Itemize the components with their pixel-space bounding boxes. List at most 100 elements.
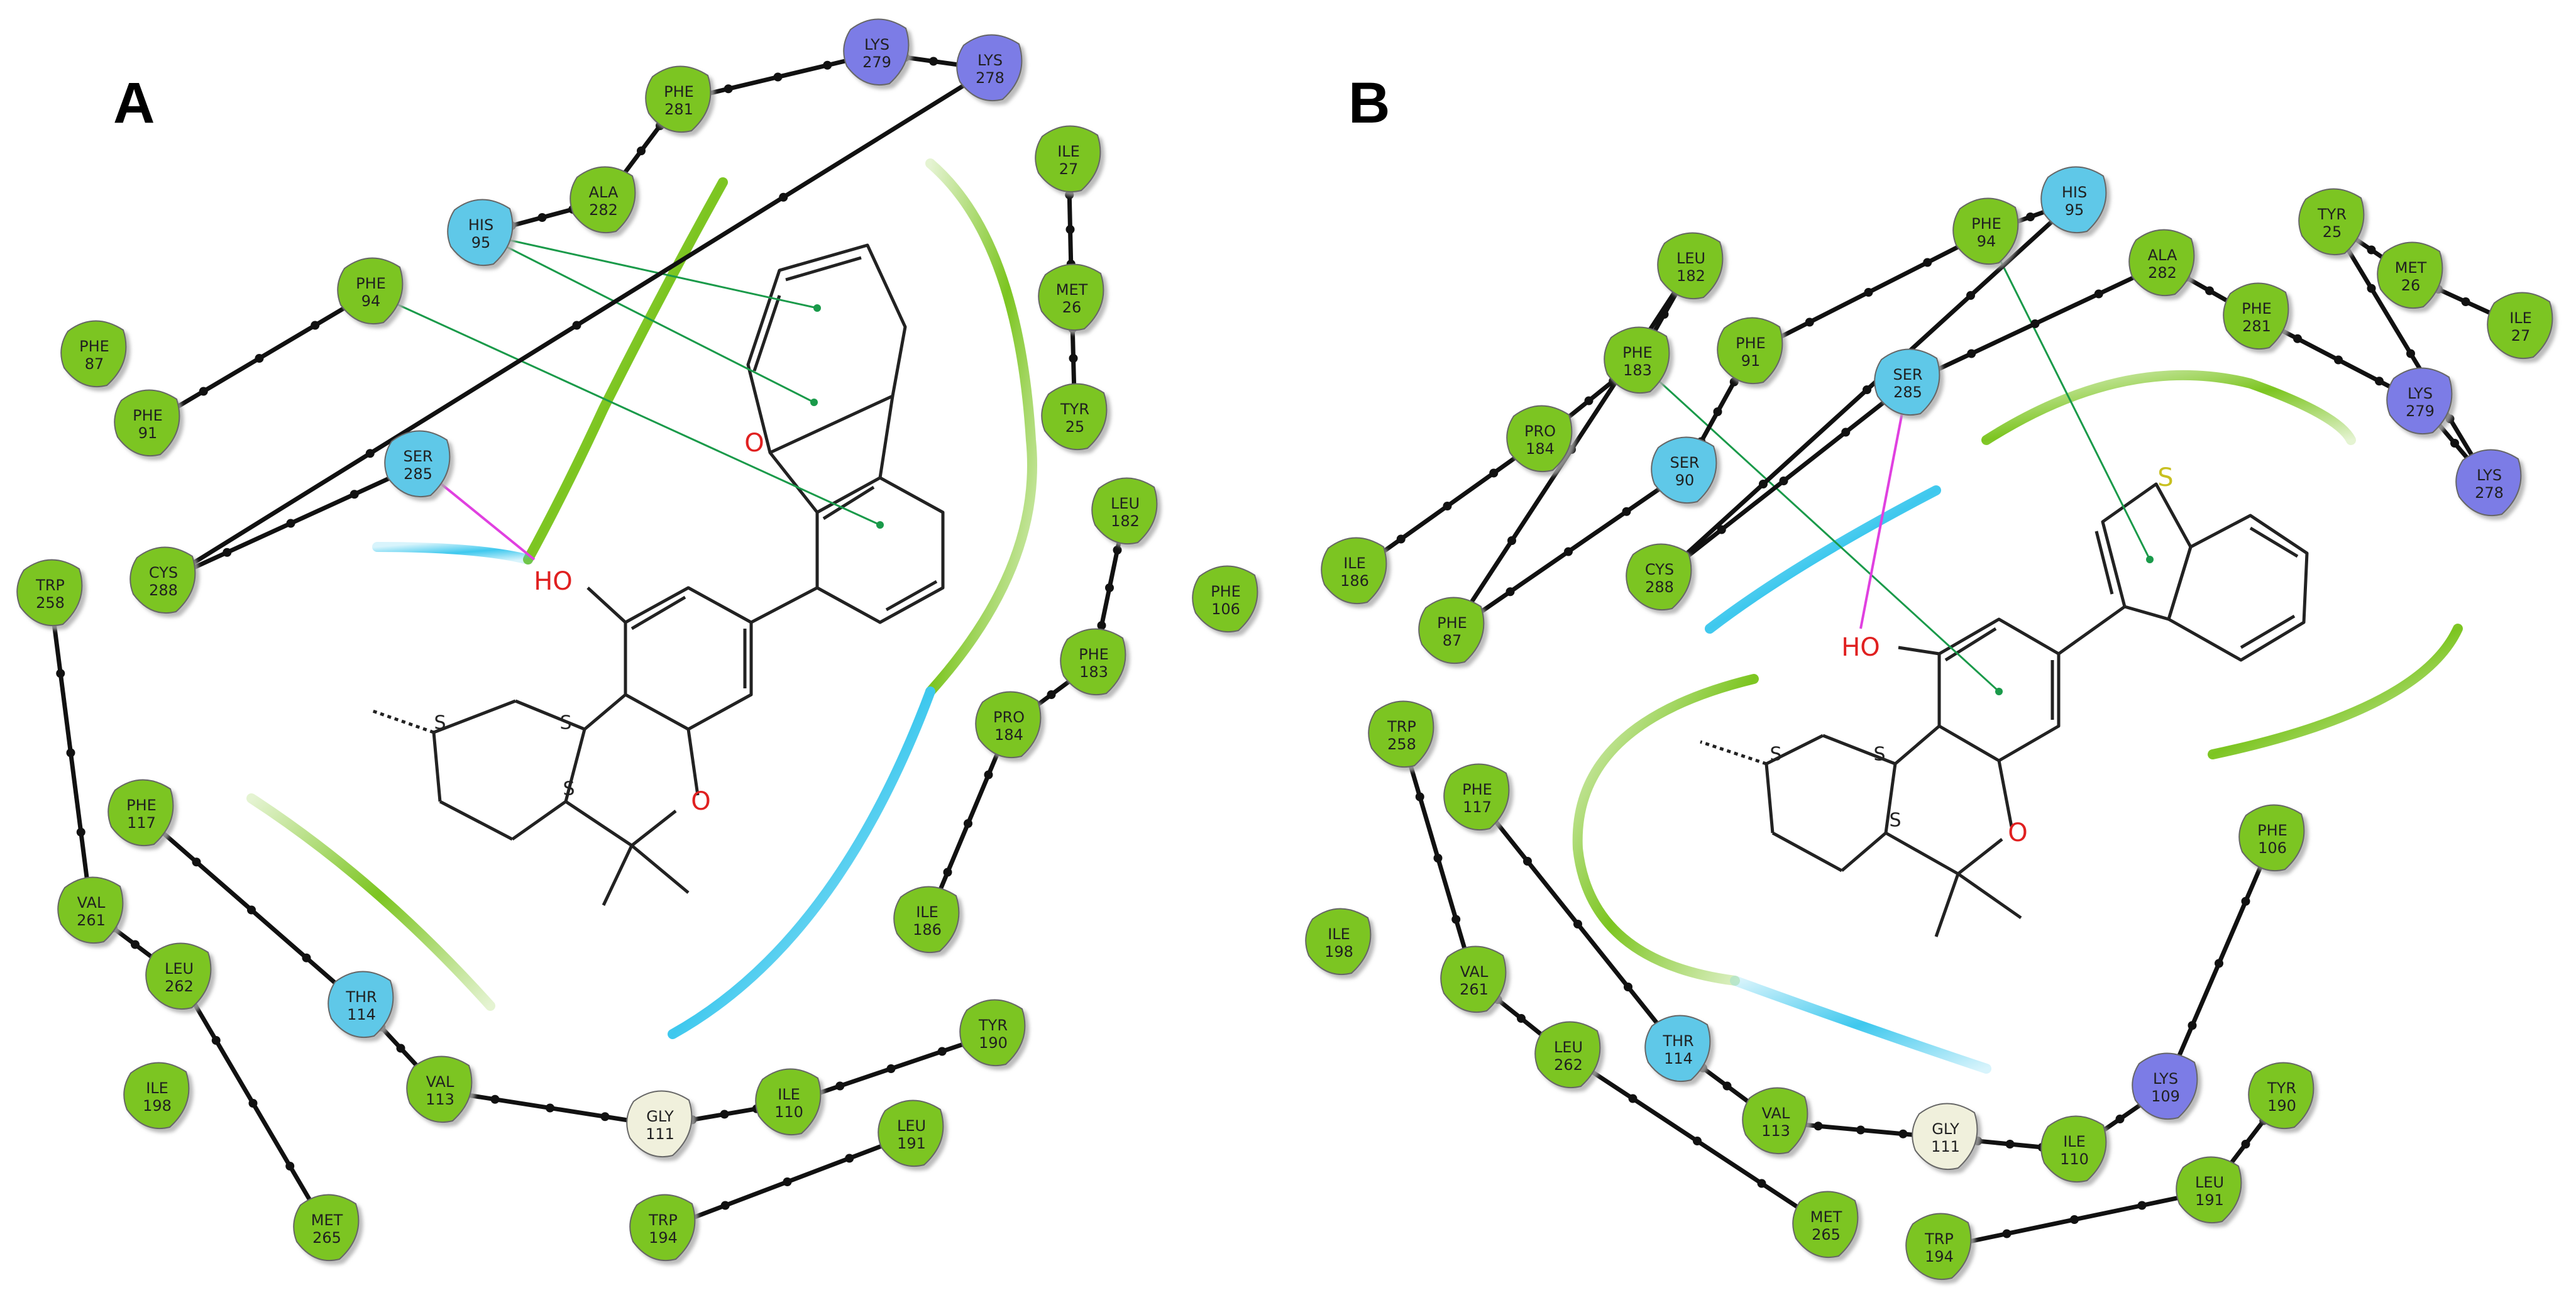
residue-shape <box>2040 166 2107 234</box>
residue-number: 26 <box>1062 299 1082 316</box>
backbone-atom <box>2450 439 2459 448</box>
residue-shape <box>129 546 196 614</box>
backbone-atom <box>1779 477 1788 485</box>
backbone-atom <box>1713 407 1722 416</box>
residue-number: 95 <box>2065 201 2084 219</box>
residue-name: ILE <box>1328 925 1350 943</box>
residue-name: PRO <box>1524 422 1556 440</box>
backbone-atom <box>1489 468 1499 478</box>
residue-number: 191 <box>2195 1191 2224 1209</box>
backbone-atom <box>2375 377 2384 386</box>
backbone-atom <box>2367 284 2376 293</box>
residue-name: LEU <box>165 960 194 978</box>
residue-name: TYR <box>2267 1079 2296 1097</box>
residue-shape <box>1644 1015 1711 1083</box>
backbone-atom <box>1856 1125 1865 1135</box>
residue-name: PHE <box>356 275 386 292</box>
residue-number: 109 <box>2151 1088 2180 1105</box>
backbone-atom <box>302 953 311 962</box>
residue-number: 261 <box>77 912 106 929</box>
residue-number: 25 <box>2323 223 2342 241</box>
backbone-atom <box>286 519 295 528</box>
backbone-atom <box>1898 1129 1908 1138</box>
backbone-atom <box>248 1099 258 1108</box>
residue-number: 110 <box>2060 1150 2089 1168</box>
backbone-atom <box>1841 427 1851 437</box>
backbone-atom <box>1113 546 1122 554</box>
residue-number: 27 <box>1059 160 1079 178</box>
residue-number: 182 <box>1676 267 1705 285</box>
backbone-atom <box>1105 583 1114 592</box>
residue-number: 182 <box>1111 512 1140 530</box>
residue-name: ILE <box>146 1079 168 1097</box>
residue-shape <box>878 1099 944 1167</box>
residue-name: LEU <box>897 1117 926 1135</box>
backbone-atom <box>637 146 646 155</box>
